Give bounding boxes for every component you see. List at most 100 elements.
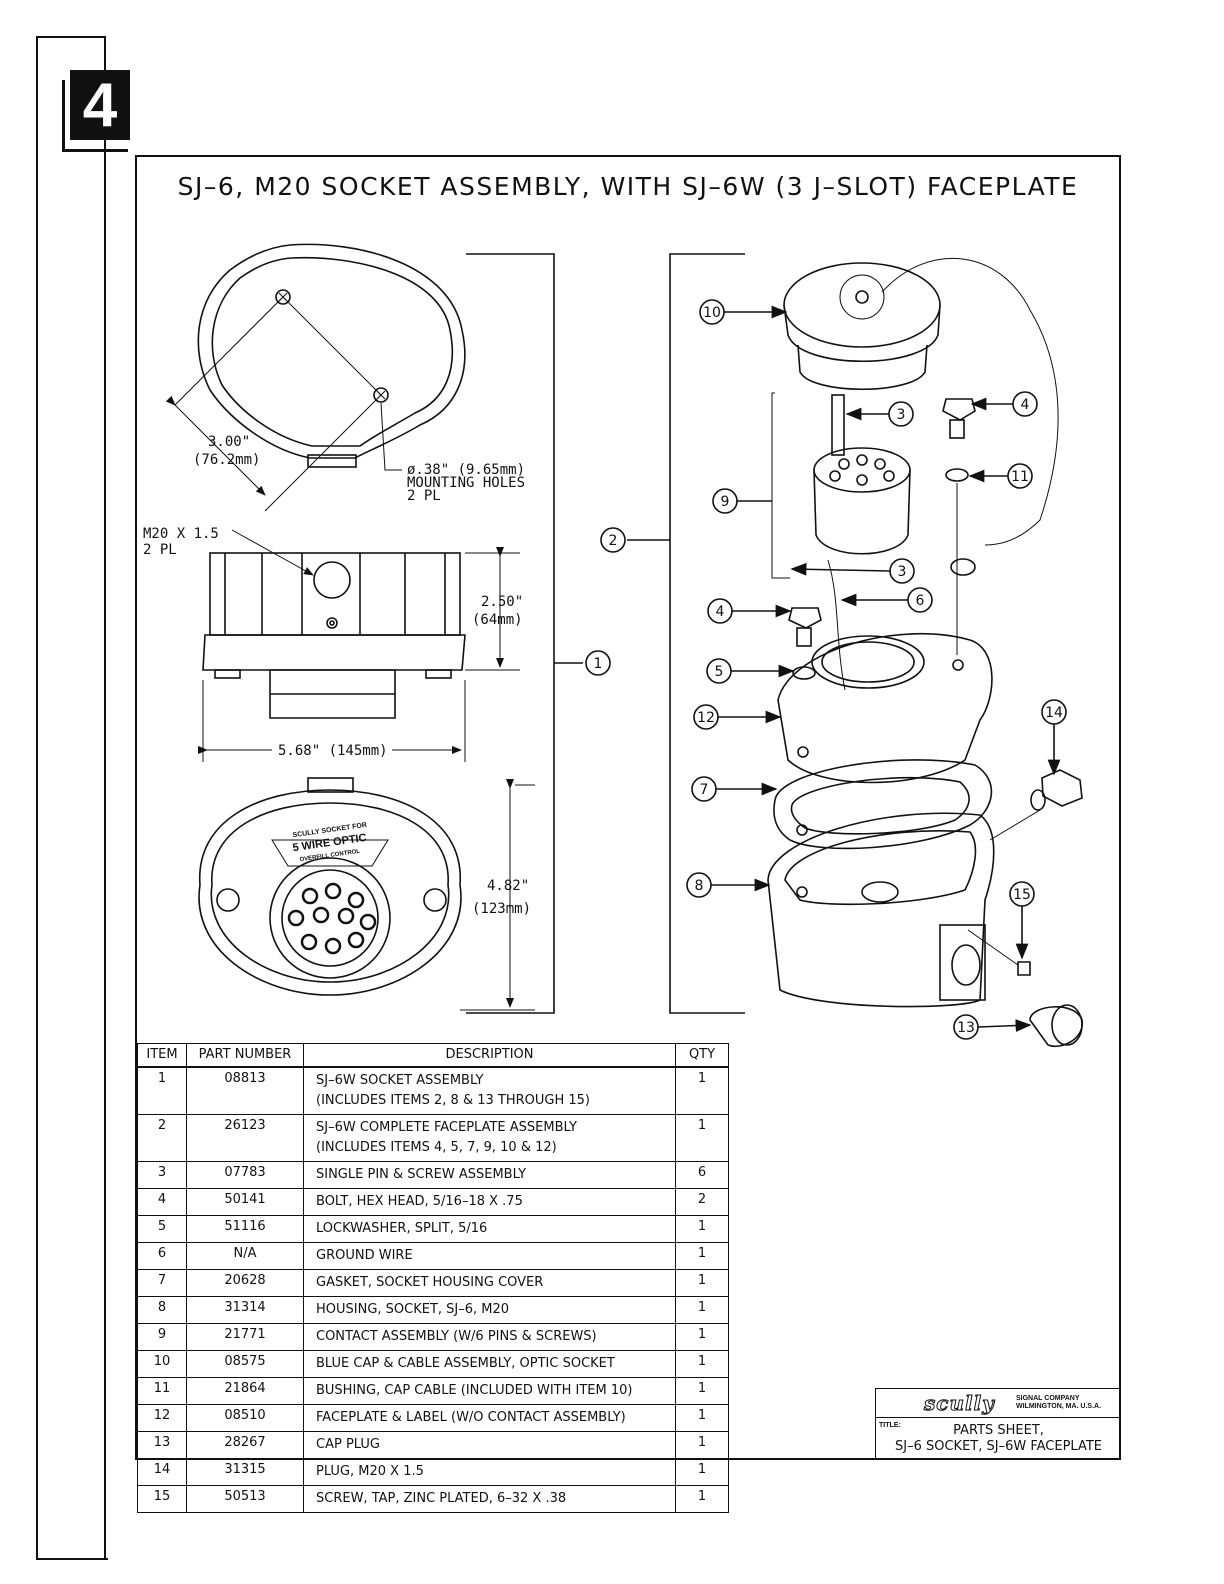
- drawing-title: SJ–6, M20 SOCKET ASSEMBLY, WITH SJ–6W (3…: [177, 172, 1079, 201]
- bom-qty: 1: [675, 1377, 729, 1405]
- scully-logo: scully: [924, 1391, 995, 1416]
- table-row: 2 26123 SJ–6W COMPLETE FACEPLATE ASSEMBL…: [137, 1114, 729, 1162]
- callout-4b: 4: [716, 604, 725, 620]
- callout-15: 15: [1013, 887, 1031, 903]
- table-row: 1 08813 SJ–6W SOCKET ASSEMBLY(INCLUDES I…: [137, 1066, 729, 1115]
- bom-header-item: ITEM: [137, 1043, 187, 1068]
- bom-part-number: N/A: [186, 1242, 304, 1270]
- bom-part-number: 08813: [186, 1066, 304, 1115]
- bom-qty: 1: [675, 1485, 729, 1513]
- bom-qty: 1: [675, 1242, 729, 1270]
- bom-item: 13: [137, 1431, 187, 1459]
- bom-description: LOCKWASHER, SPLIT, 5/16: [303, 1215, 676, 1243]
- bom-part-number: 21864: [186, 1377, 304, 1405]
- bom-part-number: 08575: [186, 1350, 304, 1378]
- callout-2: 2: [609, 533, 618, 549]
- bom-item: 10: [137, 1350, 187, 1378]
- bom-header-description: DESCRIPTION: [303, 1043, 676, 1068]
- dim-hole-count: 2 PL: [407, 488, 441, 504]
- bom-qty: 1: [675, 1323, 729, 1351]
- dim-width: 5.68" (145mm): [278, 743, 388, 759]
- bom-description: SCREW, TAP, ZINC PLATED, 6–32 X .38: [303, 1485, 676, 1513]
- bom-part-number: 20628: [186, 1269, 304, 1297]
- exploded-view: [627, 253, 1083, 1047]
- bom-description: HOUSING, SOCKET, SJ–6, M20: [303, 1296, 676, 1324]
- bom-part-number: 07783: [186, 1161, 304, 1189]
- bom-part-number: 21771: [186, 1323, 304, 1351]
- bom-description: SJ–6W SOCKET ASSEMBLY: [316, 1073, 484, 1088]
- front-view: [198, 777, 535, 1011]
- callout-6: 6: [916, 593, 925, 609]
- callout-5: 5: [715, 664, 724, 680]
- callout-3b: 3: [898, 564, 907, 580]
- bom-item: 11: [137, 1377, 187, 1405]
- label-plate: SCULLY SOCKET FOR 5 WIRE OPTIC OVERFILL …: [292, 822, 368, 863]
- dim-height: 2.50": [481, 594, 523, 610]
- bom-item: 12: [137, 1404, 187, 1432]
- bom-qty: 1: [675, 1431, 729, 1459]
- section-badge: 4: [62, 70, 130, 154]
- bom-qty: 1: [675, 1404, 729, 1432]
- bom-item: 5: [137, 1215, 187, 1243]
- bom-qty: 6: [675, 1161, 729, 1189]
- bom-description: CAP PLUG: [303, 1431, 676, 1459]
- company-location: WILMINGTON, MA. U.S.A.: [1016, 1403, 1102, 1410]
- bom-header-qty: QTY: [675, 1043, 729, 1068]
- bom-part-number: 08510: [186, 1404, 304, 1432]
- callout-12: 12: [697, 710, 715, 726]
- bom-item: 7: [137, 1269, 187, 1297]
- bom-part-number: 31315: [186, 1458, 304, 1486]
- callout-11: 11: [1011, 469, 1029, 485]
- bom-description: CONTACT ASSEMBLY (W/6 PINS & SCREWS): [303, 1323, 676, 1351]
- bom-description: SJ–6W COMPLETE FACEPLATE ASSEMBLY: [316, 1120, 577, 1135]
- callout-3a: 3: [897, 407, 906, 423]
- sheet-title-line2: SJ–6 SOCKET, SJ–6W FACEPLATE: [895, 1439, 1102, 1454]
- section-number: 4: [70, 70, 130, 140]
- bom-qty: 1: [675, 1114, 729, 1162]
- bom-description: BLUE CAP & CABLE ASSEMBLY, OPTIC SOCKET: [303, 1350, 676, 1378]
- bom-qty: 1: [675, 1458, 729, 1486]
- bom-description: GROUND WIRE: [303, 1242, 676, 1270]
- bom-item: 14: [137, 1458, 187, 1486]
- side-view: [198, 529, 520, 762]
- dim-length: 4.82": [487, 878, 529, 894]
- callout-8: 8: [695, 878, 704, 894]
- bom-part-number: 28267: [186, 1431, 304, 1459]
- dim-hole-spacing: 3.00": [208, 434, 250, 450]
- dim-hole-spacing-metric: (76.2mm): [193, 452, 260, 468]
- callout-numbers: 1 2 3 3 4 4 5 6 7 8 9 10 11 12 13 14 15: [594, 305, 1063, 1036]
- company-name: SIGNAL COMPANY: [1016, 1395, 1080, 1402]
- callout-13: 13: [957, 1020, 975, 1036]
- bom-qty: 1: [675, 1269, 729, 1297]
- bom-part-number: 26123: [186, 1114, 304, 1162]
- connector-pins: [287, 882, 377, 955]
- bom-description: FACEPLATE & LABEL (W/O CONTACT ASSEMBLY): [303, 1404, 676, 1432]
- bom-description: BUSHING, CAP CABLE (INCLUDED WITH ITEM 1…: [303, 1377, 676, 1405]
- bom-item: 15: [137, 1485, 187, 1513]
- dim-height-metric: (64mm): [472, 612, 523, 628]
- callout-4a: 4: [1021, 397, 1030, 413]
- bom-item: 4: [137, 1188, 187, 1216]
- bom-qty: 1: [675, 1215, 729, 1243]
- callouts: [600, 299, 1067, 1040]
- bom-description: BOLT, HEX HEAD, 5/16–18 X .75: [303, 1188, 676, 1216]
- bom-qty: 1: [675, 1296, 729, 1324]
- bom-item: 1: [137, 1066, 187, 1115]
- bom-qty: 1: [675, 1350, 729, 1378]
- bill-of-materials: ITEM PART NUMBER DESCRIPTION QTY 1 08813…: [137, 1043, 729, 1513]
- title-label: TITLE:: [879, 1422, 901, 1429]
- bom-part-number: 50513: [186, 1485, 304, 1513]
- callout-14: 14: [1045, 705, 1063, 721]
